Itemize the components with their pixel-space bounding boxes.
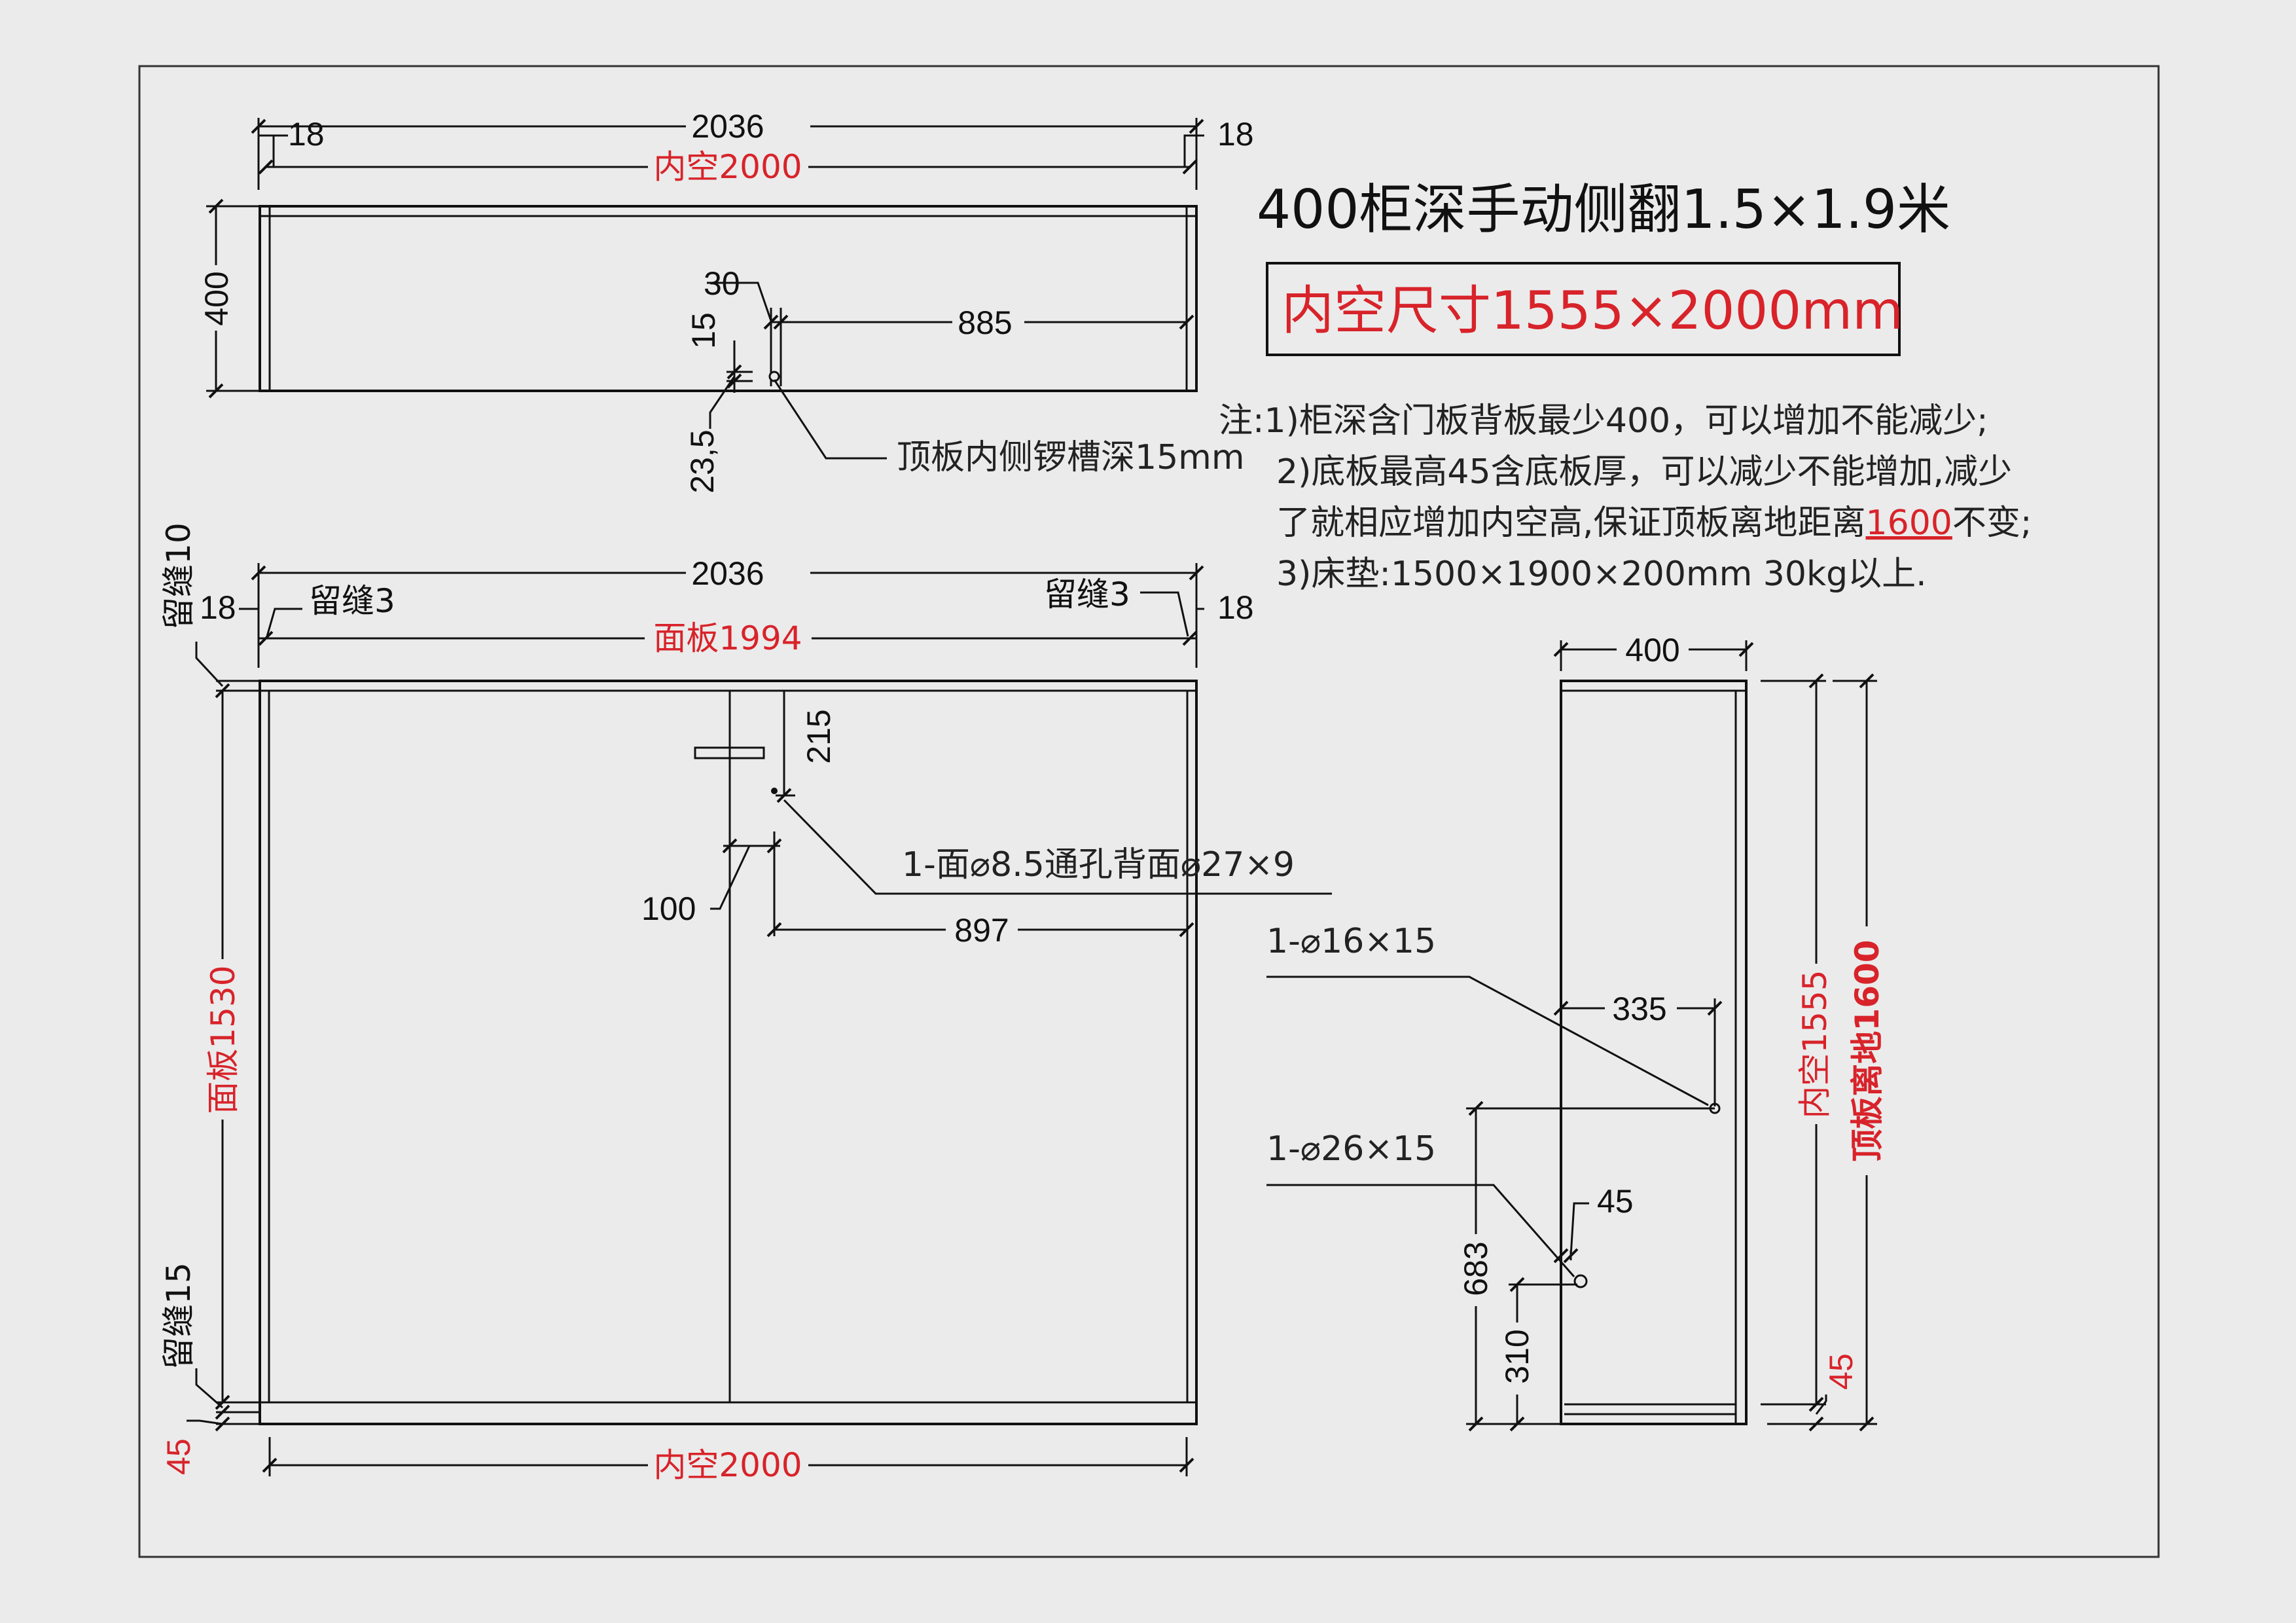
front-dim-panel-height: 面板1530 [204, 965, 242, 1114]
top-dim-23-5: 23,5 [684, 429, 721, 493]
front-gap-left: 留缝3 [309, 582, 395, 620]
front-gap-right: 留缝3 [1044, 575, 1130, 613]
drawing-subtitle: 内空尺寸1555×2000mm [1282, 280, 1903, 341]
front-dim-bottom-45: 45 [160, 1438, 197, 1475]
top-dim-left-side: 18 [288, 116, 325, 153]
note-line-4: 3)床垫:1500×1900×200mm 30kg以上. [1276, 555, 1927, 594]
front-dim-total-width: 2036 [691, 555, 764, 592]
side-hole-2-marker [1573, 1274, 1588, 1288]
top-dim-30: 30 [704, 265, 740, 302]
note-line-3: 了就相应增加内空高,保证顶板离地距离1600不变; [1276, 503, 2032, 543]
top-dim-total-width: 2036 [691, 108, 764, 145]
side-dim-335: 335 [1612, 991, 1666, 1027]
front-dim-215: 215 [800, 709, 837, 763]
side-dim-top-height: 顶板离地1600 [1848, 939, 1886, 1161]
side-dim-inner-height: 内空1555 [1796, 970, 1834, 1118]
side-cabinet-outline [1560, 680, 1748, 1425]
groove-note: 顶板内侧锣槽深15mm [897, 438, 1244, 477]
side-hole-2-note: 1-⌀26×15 [1266, 1129, 1436, 1169]
front-dim-897: 897 [954, 912, 1009, 949]
top-dim-right-side: 18 [1217, 116, 1254, 153]
top-view-outline [259, 205, 1198, 392]
side-dim-depth: 400 [1625, 632, 1679, 668]
note-line-3-suffix: 不变; [1952, 503, 2032, 543]
top-dim-885: 885 [958, 304, 1012, 341]
front-gap-top: 留缝10 [160, 522, 198, 630]
side-dim-310: 310 [1499, 1329, 1535, 1383]
note-line-3-highlight: 1600 [1866, 503, 1952, 543]
front-dim-left-side: 18 [200, 589, 236, 626]
side-dim-683: 683 [1458, 1241, 1494, 1296]
front-view: 2036 18 留缝3 18 留缝3 面板1994 留缝10 [160, 522, 1332, 1484]
side-view: 400 1-⌀16×15 335 683 1-⌀26×15 [1266, 630, 1886, 1432]
handle-slot [694, 746, 765, 759]
note-line-3-prefix: 了就相应增加内空高,保证顶板离地距离 [1276, 503, 1866, 543]
drawing-title: 400柜深手动侧翻1.5×1.9米 [1257, 179, 1950, 241]
top-dim-inner-width: 内空2000 [653, 148, 802, 186]
front-dim-inner-width: 内空2000 [653, 1446, 802, 1484]
handle-hole-marker [771, 788, 778, 794]
sheet-border [138, 65, 2160, 1558]
front-hole-note: 1-面⌀8.5通孔背面⌀27×9 [902, 845, 1295, 884]
groove-marker [768, 371, 780, 382]
note-line-2: 2)底板最高45含底板厚，可以减少不能增加,减少 [1276, 452, 2012, 492]
front-gap-bottom: 留缝15 [160, 1262, 198, 1370]
note-line-1: 注:1)柜深含门板背板最少400，可以增加不能减少; [1219, 401, 1988, 441]
front-dim-right-side: 18 [1217, 589, 1254, 626]
side-hole-1-note: 1-⌀16×15 [1266, 922, 1436, 961]
top-dim-15: 15 [685, 312, 722, 349]
front-dim-100: 100 [641, 890, 696, 927]
side-dim-45: 45 [1597, 1183, 1634, 1220]
front-cabinet-outline [259, 680, 1198, 1425]
subtitle-box [1266, 262, 1901, 356]
top-dim-depth: 400 [198, 271, 235, 325]
side-dim-bottom-45: 45 [1823, 1353, 1859, 1390]
top-view: 2036 18 18 内空2000 400 30 [196, 105, 1254, 494]
front-dim-panel-width: 面板1994 [653, 619, 802, 657]
